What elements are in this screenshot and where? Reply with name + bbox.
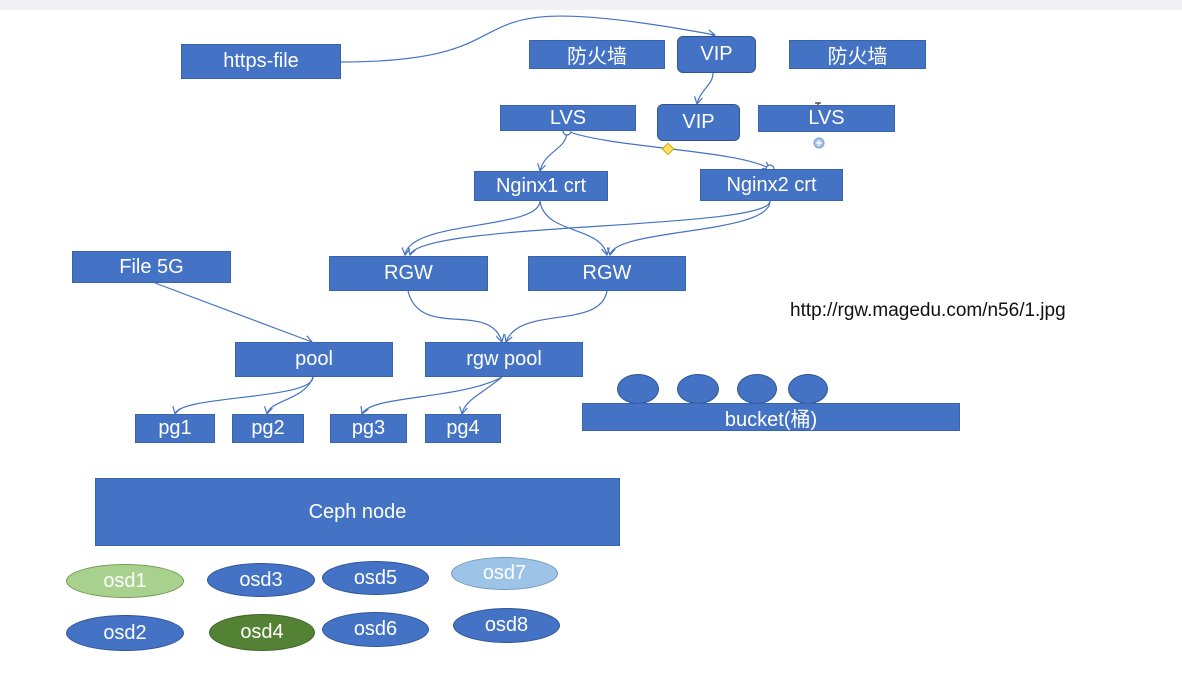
bucket-node[interactable]: bucket(桶) — [582, 403, 960, 431]
pg4-node[interactable]: pg4 — [425, 414, 501, 443]
bucket-object — [617, 374, 659, 404]
edge-pool-pg1 — [172, 376, 314, 416]
edge-rgwpool-pg4 — [458, 376, 503, 416]
osd6-ellipse[interactable]: osd6 — [322, 612, 429, 647]
vip-top-node[interactable]: VIP — [677, 36, 756, 73]
pg1-node[interactable]: pg1 — [135, 414, 215, 443]
url-label: http://rgw.magedu.com/n56/1.jpg — [790, 300, 1066, 321]
edge-nginx2-rgw1 — [407, 200, 771, 257]
vip-mid-node[interactable]: VIP — [657, 104, 740, 141]
osd1-ellipse[interactable]: osd1 — [66, 564, 184, 598]
pg2-node[interactable]: pg2 — [232, 414, 304, 443]
firewall-left-node[interactable]: 防火墙 — [529, 40, 665, 69]
osd4-ellipse[interactable]: osd4 — [209, 614, 315, 651]
rgw-node-2[interactable]: RGW — [528, 256, 686, 291]
edge-httpsfile-vip — [339, 15, 717, 63]
edge-pool-pg2 — [264, 376, 314, 416]
nginx1-node[interactable]: Nginx1 crt — [474, 171, 608, 201]
pool-node[interactable]: pool — [235, 342, 393, 377]
firewall-right-node[interactable]: 防火墙 — [789, 40, 926, 69]
connector-adjust-handle — [661, 142, 675, 156]
edge-lvs-nginx1 — [537, 130, 568, 173]
file5g-node[interactable]: File 5G — [72, 251, 231, 283]
osd7-ellipse[interactable]: osd7 — [451, 557, 558, 590]
edge-nginx1-rgw1 — [401, 200, 541, 257]
nginx2-node[interactable]: Nginx2 crt — [700, 169, 843, 201]
edge-nginx2-rgw2 — [606, 200, 771, 257]
rgw-pool-node[interactable]: rgw pool — [425, 342, 583, 377]
https-file-node[interactable]: https-file — [181, 44, 341, 79]
lvs-left-node[interactable]: LVS — [500, 105, 636, 131]
ceph-node[interactable]: Ceph node — [95, 478, 620, 546]
bucket-object — [788, 374, 828, 404]
edge-nginx1-rgw2 — [539, 200, 610, 257]
edge-file5g-pool — [154, 282, 314, 344]
window-top-bar — [0, 0, 1182, 10]
edge-rgw2-rgwpool — [504, 290, 608, 344]
bucket-object — [677, 374, 719, 404]
edge-rgw1-rgwpool — [407, 290, 505, 344]
osd5-ellipse[interactable]: osd5 — [322, 561, 429, 595]
rgw-node-1[interactable]: RGW — [329, 256, 488, 291]
osd3-ellipse[interactable]: osd3 — [207, 563, 315, 597]
pg3-node[interactable]: pg3 — [330, 414, 407, 443]
edge-vip-vip — [693, 72, 714, 106]
osd8-ellipse[interactable]: osd8 — [453, 608, 560, 643]
bucket-object — [737, 374, 777, 404]
edge-rgwpool-pg3 — [360, 376, 503, 416]
osd2-ellipse[interactable]: osd2 — [66, 615, 184, 651]
lvs-right-node[interactable]: LVS — [758, 105, 895, 132]
